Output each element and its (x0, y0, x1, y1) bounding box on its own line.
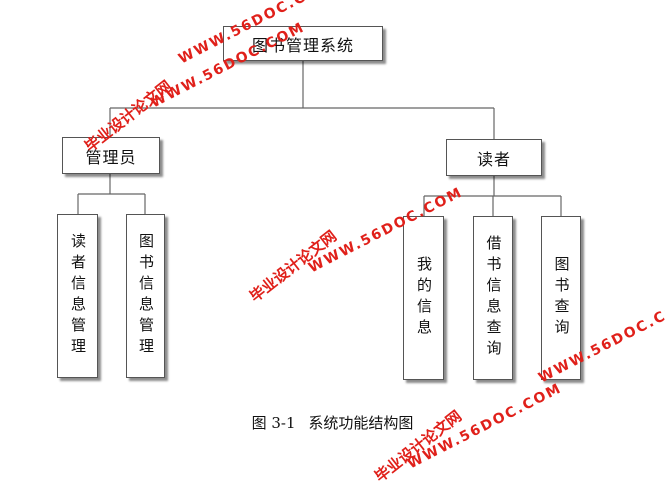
root-node: 图书管理系统 (223, 26, 383, 61)
figure-caption: 图 3-1 系统功能结构图 (0, 412, 665, 433)
reader-child-borrow-info-query: 借书信息查询 (473, 216, 513, 380)
figure-title: 系统功能结构图 (308, 414, 414, 432)
connector-lines (77, 61, 562, 216)
reader-child-my-info: 我的信息 (403, 216, 444, 380)
reader-child-book-search: 图书查询 (541, 216, 581, 380)
reader-node: 读者 (446, 139, 542, 176)
admin-child-reader-info-management: 读者信息管理 (57, 214, 98, 378)
admin-child-book-info-management: 图书信息管理 (126, 214, 165, 378)
admin-node: 管理员 (62, 137, 160, 174)
figure-number: 图 3-1 (251, 414, 296, 432)
